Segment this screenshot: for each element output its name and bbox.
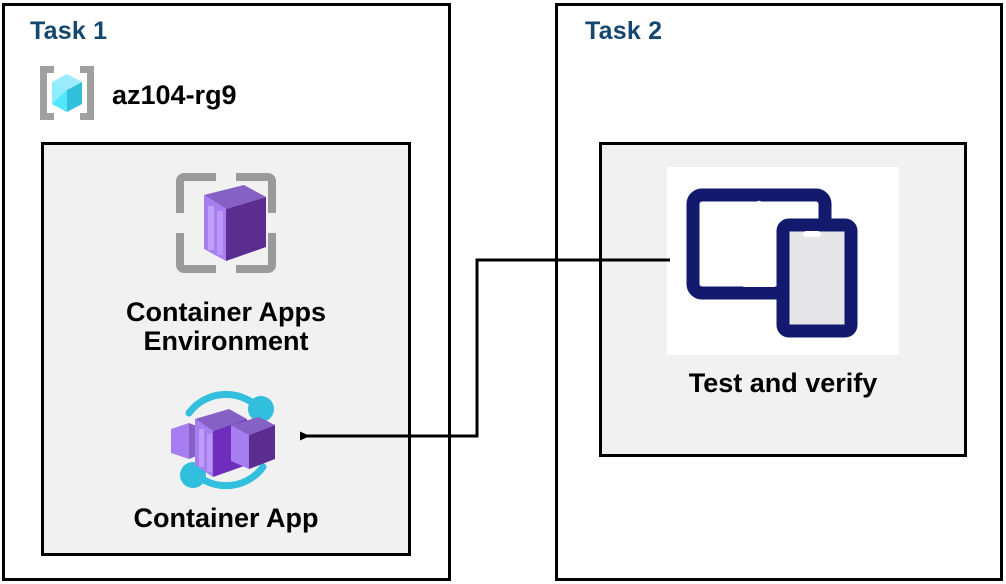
container-app-item: Container App — [44, 385, 408, 533]
test-and-verify-item: Test and verify — [602, 167, 964, 398]
task-2-inner-panel: Test and verify — [599, 142, 967, 457]
container-apps-environment-item: Container Apps Environment — [44, 159, 408, 356]
container-apps-environment-icon — [162, 159, 290, 292]
devices-test-icon — [667, 167, 899, 355]
task-1-title: Task 1 — [30, 17, 108, 45]
task-2-title: Task 2 — [585, 17, 663, 45]
test-and-verify-label: Test and verify — [688, 368, 878, 398]
container-app-label: Container App — [133, 503, 319, 533]
resource-group-row: az104-rg9 — [34, 60, 237, 131]
azure-resource-group-icon — [34, 60, 100, 131]
container-apps-environment-label: Container Apps Environment — [125, 297, 326, 357]
resource-group-label: az104-rg9 — [112, 80, 237, 110]
task-1-inner-panel: Container Apps Environment — [41, 142, 411, 556]
container-app-icon — [151, 385, 301, 500]
